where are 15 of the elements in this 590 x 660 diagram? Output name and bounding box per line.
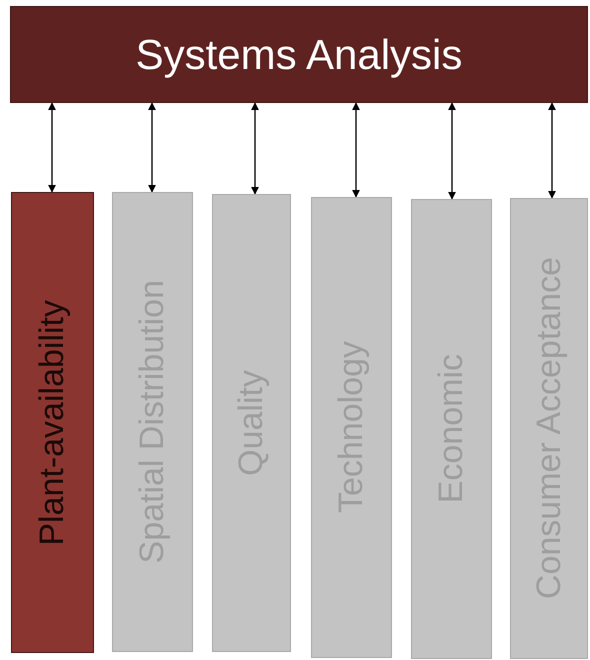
category-bar	[11, 192, 94, 653]
double-arrow	[448, 102, 456, 200]
double-arrow	[48, 102, 56, 193]
double-arrow	[148, 102, 156, 193]
double-arrow	[251, 102, 259, 195]
double-arrow	[352, 102, 360, 198]
double-arrow	[548, 102, 556, 199]
title-text: Systems Analysis	[136, 30, 462, 78]
header-box	[10, 6, 588, 103]
category-bar	[112, 192, 193, 652]
category-bar	[212, 194, 291, 652]
category-label: Plant-availability	[33, 300, 72, 546]
category-bar	[311, 197, 392, 658]
category-bar	[510, 198, 588, 659]
category-bar	[411, 199, 492, 659]
